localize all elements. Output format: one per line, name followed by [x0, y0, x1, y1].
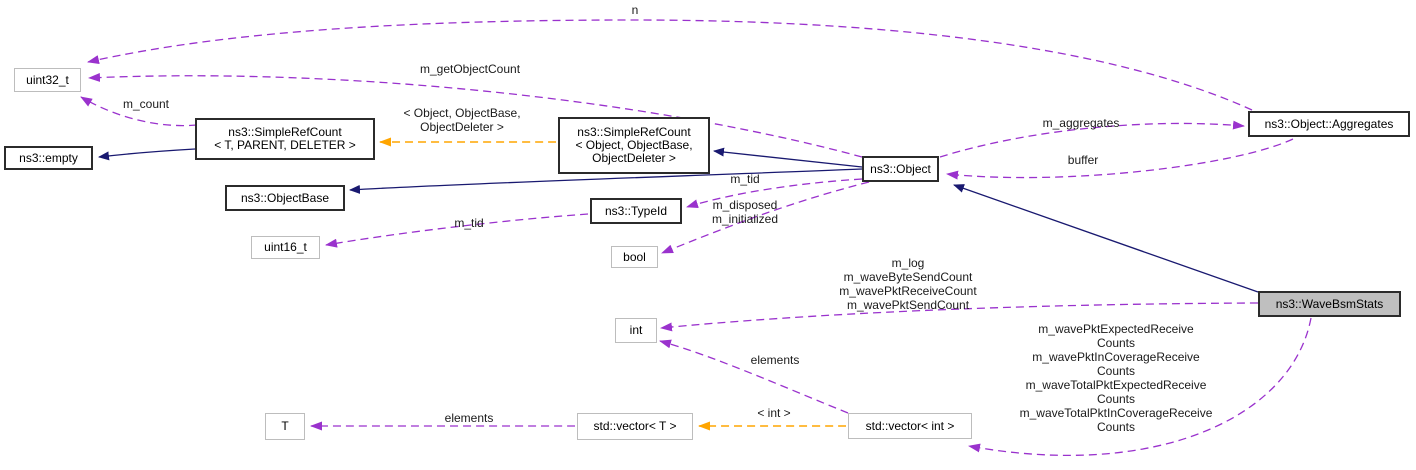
edge-inherit-wavebsmstats-object	[953, 184, 1259, 293]
edge-inherit-object-objectbase	[349, 168, 863, 194]
edge-m-disposed-initialized	[661, 181, 870, 254]
edge-label-template-object: < Object, ObjectBase, ObjectDeleter >	[403, 106, 521, 134]
edge-m-tid-typeid	[325, 213, 589, 248]
edge-label-buffer: buffer	[1067, 153, 1099, 167]
edge-n	[87, 19, 1253, 111]
edge-elements-int	[659, 339, 849, 414]
edge-label-m-aggregates: m_aggregates	[1042, 116, 1120, 130]
node-ns3-wavebsmstats: ns3::WaveBsmStats	[1258, 291, 1401, 317]
edge-m-count	[80, 96, 198, 127]
edge-label-receive-counts-group: m_wavePktExpectedReceive Counts m_wavePk…	[1019, 322, 1213, 434]
edge-receive-counts-vectors	[968, 317, 1312, 457]
node-t: T	[265, 413, 305, 440]
node-int: int	[615, 318, 657, 343]
edge-label-m-disposed-initialized: m_disposed m_initialized	[711, 198, 779, 226]
node-std-vector-t: std::vector< T >	[577, 413, 693, 440]
node-ns3-object-aggregates[interactable]: ns3::Object::Aggregates	[1248, 111, 1410, 137]
node-std-vector-int: std::vector< int >	[848, 413, 972, 439]
node-uint32-t: uint32_t	[14, 68, 81, 92]
node-ns3-empty[interactable]: ns3::empty	[4, 146, 93, 170]
edge-label-elements-int: elements	[750, 353, 800, 367]
node-bool: bool	[611, 246, 658, 268]
node-ns3-objectbase[interactable]: ns3::ObjectBase	[225, 185, 345, 211]
edge-inherit-simplereft-empty	[98, 148, 196, 161]
edge-label-elements-t: elements	[444, 411, 494, 425]
node-simplerefcount-object-objectbase-objectdeleter[interactable]: ns3::SimpleRefCount < Object, ObjectBase…	[558, 117, 710, 174]
edge-inherit-object-simplerefobj	[713, 147, 863, 168]
edge-label-m-count: m_count	[122, 97, 170, 111]
edge-label-template-int: < int >	[757, 406, 791, 420]
node-ns3-object[interactable]: ns3::Object	[862, 156, 939, 182]
edge-buffer	[946, 138, 1294, 180]
edge-m-tid-object	[686, 178, 863, 209]
node-uint16-t: uint16_t	[251, 236, 320, 259]
node-simplerefcount-t-parent-deleter[interactable]: ns3::SimpleRefCount < T, PARENT, DELETER…	[195, 118, 375, 160]
node-ns3-typeid[interactable]: ns3::TypeId	[590, 198, 682, 224]
edge-label-m-log-group: m_log m_waveByteSendCount m_wavePktRecei…	[839, 256, 977, 312]
edge-label-m-getobjectcount: m_getObjectCount	[419, 62, 521, 76]
edge-label-m-tid-object: m_tid	[730, 172, 760, 186]
edge-label-m-tid-typeid: m_tid	[454, 216, 484, 230]
edge-label-n: n	[631, 3, 639, 17]
